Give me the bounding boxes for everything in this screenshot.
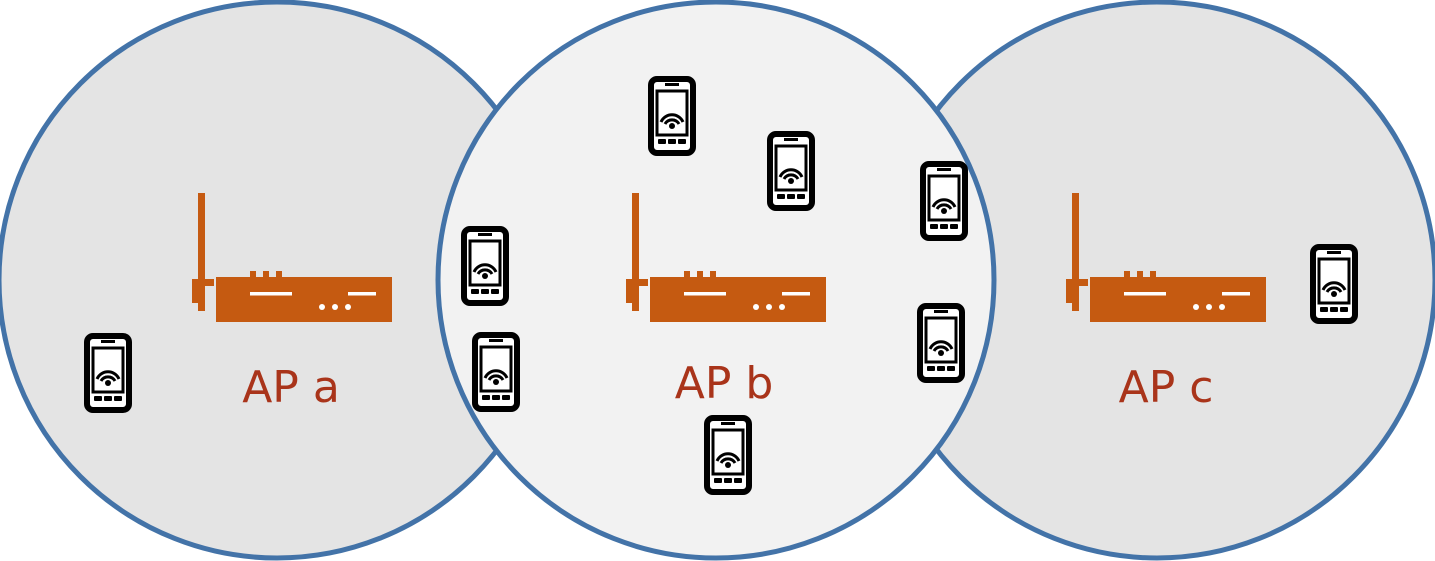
ap-c-client-phone-icon	[1313, 247, 1355, 321]
ap-b-client-phone-icon	[923, 164, 965, 238]
ap-a-client-phone-icon	[87, 336, 129, 410]
ap-b-client-phone-icon	[920, 306, 962, 380]
ap-b-label: AP b	[675, 358, 774, 409]
ap-b-client-phone-icon	[475, 335, 517, 409]
ap-a-label: AP a	[242, 362, 340, 413]
ap-b-client-phone-icon	[464, 229, 506, 303]
ap-c-label: AP c	[1119, 362, 1214, 413]
ap-b-client-phone-icon	[770, 134, 812, 208]
ap-b-client-phone-icon	[707, 418, 749, 492]
ap-b-client-phone-icon	[651, 79, 693, 153]
